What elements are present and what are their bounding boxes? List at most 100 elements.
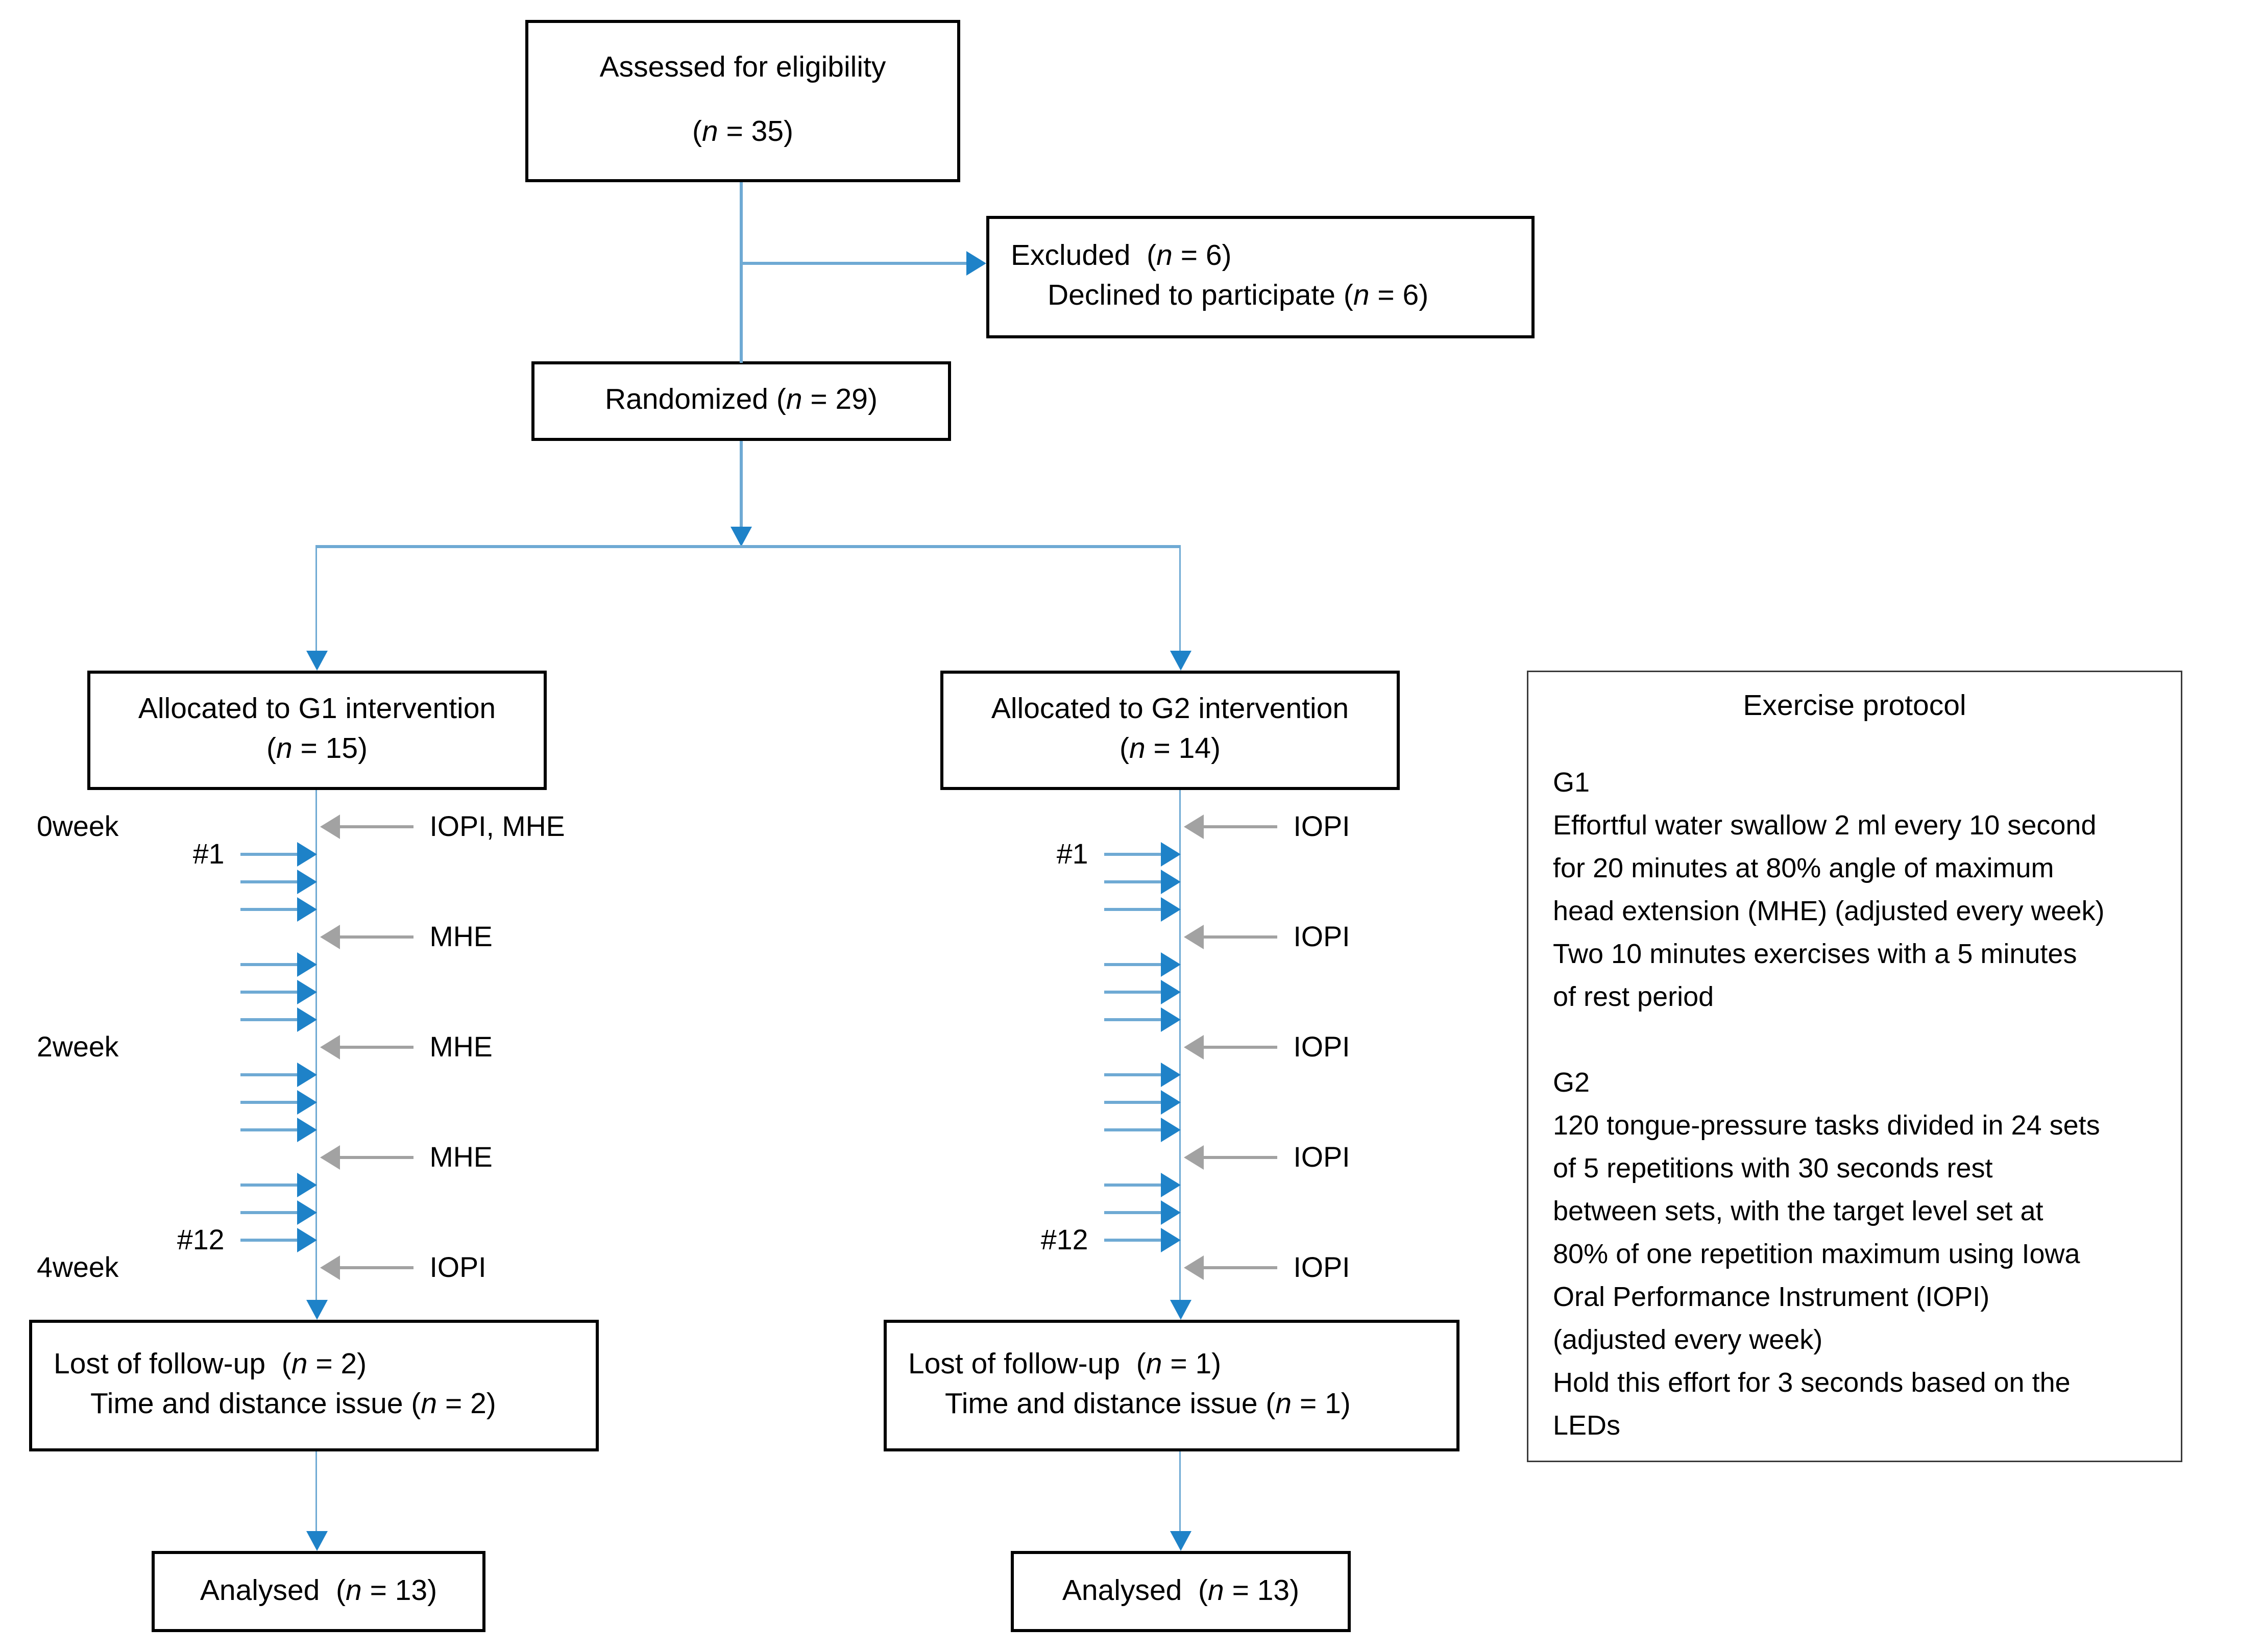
g1-analysed-label: Analysed (n = 13) — [200, 1574, 437, 1607]
g1-lost-arrowhead-icon — [305, 1300, 327, 1320]
g2-session-arrow-shaft — [1103, 908, 1160, 911]
excluded-line2: Declined to participate (n = 6) — [1048, 280, 1429, 312]
g2-assessment-arrow-icon — [1183, 1035, 1203, 1059]
connector-branch-g2 — [1179, 547, 1181, 652]
g2-session-arrow-icon — [1160, 1090, 1180, 1115]
g2-assessment-arrow-shaft — [1203, 1266, 1277, 1269]
g1-assessment-label: IOPI — [429, 1251, 486, 1283]
excluded-line1: Excluded (n = 6) — [1011, 240, 1232, 273]
g2-alloc-count: (n = 14) — [1119, 733, 1221, 766]
g2-alloc-line1: Allocated to G2 intervention — [991, 694, 1349, 726]
g1-assessment-arrow-icon — [319, 1145, 339, 1170]
g1-session-arrow-shaft — [239, 880, 297, 883]
g2-session-arrow-icon — [1160, 1228, 1180, 1252]
g2-session-arrow-shaft — [1103, 1211, 1160, 1214]
g1-alloc-arrowhead-icon — [305, 651, 327, 671]
excluded-arrowhead-icon — [966, 251, 986, 276]
g2-session-arrow-shaft — [1103, 1239, 1160, 1242]
g1-week-label: 4week — [37, 1251, 119, 1283]
g1-week-label: 0week — [37, 810, 119, 842]
g2-session-arrow-shaft — [1103, 853, 1160, 856]
g2-analysed-arrowhead-icon — [1169, 1531, 1191, 1551]
g1-session-arrow-icon — [296, 1063, 317, 1087]
g2-assessment-arrow-shaft — [1203, 935, 1277, 939]
g2-session-arrow-icon — [1160, 842, 1180, 867]
g1-assessment-label: MHE — [429, 1030, 493, 1063]
g2-assessment-arrow-shaft — [1203, 1156, 1277, 1159]
g2-session-tag: #12 — [1040, 1223, 1088, 1255]
g2-session-arrow-icon — [1160, 870, 1180, 894]
g2-session-arrow-shaft — [1103, 880, 1160, 883]
g1-analysed-box: Analysed (n = 13) — [152, 1551, 485, 1632]
g1-session-arrow-shaft — [239, 908, 297, 911]
connector-branch-g1 — [315, 547, 318, 652]
protocol-body: G1 Effortful water swallow 2 ml every 10… — [1553, 767, 2105, 1441]
g2-analysed-label: Analysed (n = 13) — [1062, 1574, 1300, 1607]
g2-session-arrow-shaft — [1103, 1128, 1160, 1131]
g2-alloc-arrowhead-icon — [1169, 651, 1191, 671]
assessed-box: Assessed for eligibility (n = 35) — [525, 20, 960, 182]
g1-lost-box: Lost of follow-up (n = 2) Time and dista… — [29, 1320, 599, 1451]
g1-assessment-arrow-shaft — [339, 1266, 413, 1269]
g2-assessment-arrow-icon — [1183, 815, 1203, 839]
g2-session-arrow-shaft — [1103, 1018, 1160, 1021]
g2-assessment-label: IOPI — [1293, 1251, 1350, 1283]
g1-assessment-label: MHE — [429, 920, 493, 952]
g1-assessment-arrow-icon — [319, 1035, 339, 1059]
exercise-protocol-box: Exercise protocol G1 Effortful water swa… — [1527, 671, 2182, 1462]
g1-assessment-arrow-icon — [319, 925, 339, 949]
g1-session-arrow-icon — [296, 952, 317, 977]
randomized-box: Randomized (n = 29) — [531, 361, 951, 441]
g1-session-arrow-shaft — [239, 1183, 297, 1187]
g1-session-arrow-shaft — [239, 1073, 297, 1076]
g2-lost-arrowhead-icon — [1169, 1300, 1191, 1320]
g1-assessment-arrow-shaft — [339, 1156, 413, 1159]
g2-session-arrow-icon — [1160, 897, 1180, 922]
g2-lost-box: Lost of follow-up (n = 1) Time and dista… — [884, 1320, 1459, 1451]
g1-week-label: 2week — [37, 1030, 119, 1063]
g1-session-arrow-icon — [296, 897, 317, 922]
connector-g2-lost-analysed — [1179, 1451, 1181, 1533]
g1-session-tag: #1 — [192, 837, 225, 870]
g2-assessment-label: IOPI — [1293, 1141, 1350, 1173]
g2-session-arrow-shaft — [1103, 1073, 1160, 1076]
g1-assessment-arrow-shaft — [339, 1046, 413, 1049]
connector-assessed-randomized — [740, 182, 743, 363]
protocol-title: Exercise protocol — [1743, 691, 1966, 723]
g1-session-arrow-shaft — [239, 1211, 297, 1214]
branch-line — [315, 545, 1181, 548]
g1-session-arrow-shaft — [239, 1239, 297, 1242]
g1-assessment-arrow-icon — [319, 1255, 339, 1280]
assessed-count: (n = 35) — [692, 116, 794, 149]
g1-session-arrow-icon — [296, 870, 317, 894]
g2-session-arrow-icon — [1160, 1118, 1180, 1142]
g2-assessment-arrow-icon — [1183, 925, 1203, 949]
g1-analysed-arrowhead-icon — [305, 1531, 327, 1551]
g1-session-arrow-shaft — [239, 963, 297, 966]
g1-session-arrow-shaft — [239, 1101, 297, 1104]
g1-session-arrow-icon — [296, 1090, 317, 1115]
g1-session-arrow-icon — [296, 1007, 317, 1032]
g1-alloc-count: (n = 15) — [266, 733, 368, 766]
g2-session-arrow-icon — [1160, 1200, 1180, 1225]
g2-session-tag: #1 — [1056, 837, 1088, 870]
g2-session-arrow-icon — [1160, 1063, 1180, 1087]
g2-assessment-arrow-shaft — [1203, 1046, 1277, 1049]
g1-session-arrow-shaft — [239, 1128, 297, 1131]
g2-assessment-label: IOPI — [1293, 1030, 1350, 1063]
connector-g1-lost-analysed — [315, 1451, 318, 1533]
g2-assessment-arrow-icon — [1183, 1255, 1203, 1280]
g2-session-arrow-shaft — [1103, 963, 1160, 966]
g1-assessment-label: IOPI, MHE — [429, 810, 565, 842]
g2-assessment-label: IOPI — [1293, 810, 1350, 842]
g1-session-arrow-icon — [296, 980, 317, 1004]
g1-session-arrow-shaft — [239, 991, 297, 994]
g2-session-arrow-shaft — [1103, 1101, 1160, 1104]
g1-session-arrow-icon — [296, 1200, 317, 1225]
g1-assessment-arrow-shaft — [339, 935, 413, 939]
g1-alloc-line1: Allocated to G1 intervention — [138, 694, 496, 726]
g2-timeline-line — [1179, 790, 1181, 1301]
g1-session-arrow-shaft — [239, 853, 297, 856]
excluded-box: Excluded (n = 6) Declined to participate… — [986, 216, 1535, 338]
